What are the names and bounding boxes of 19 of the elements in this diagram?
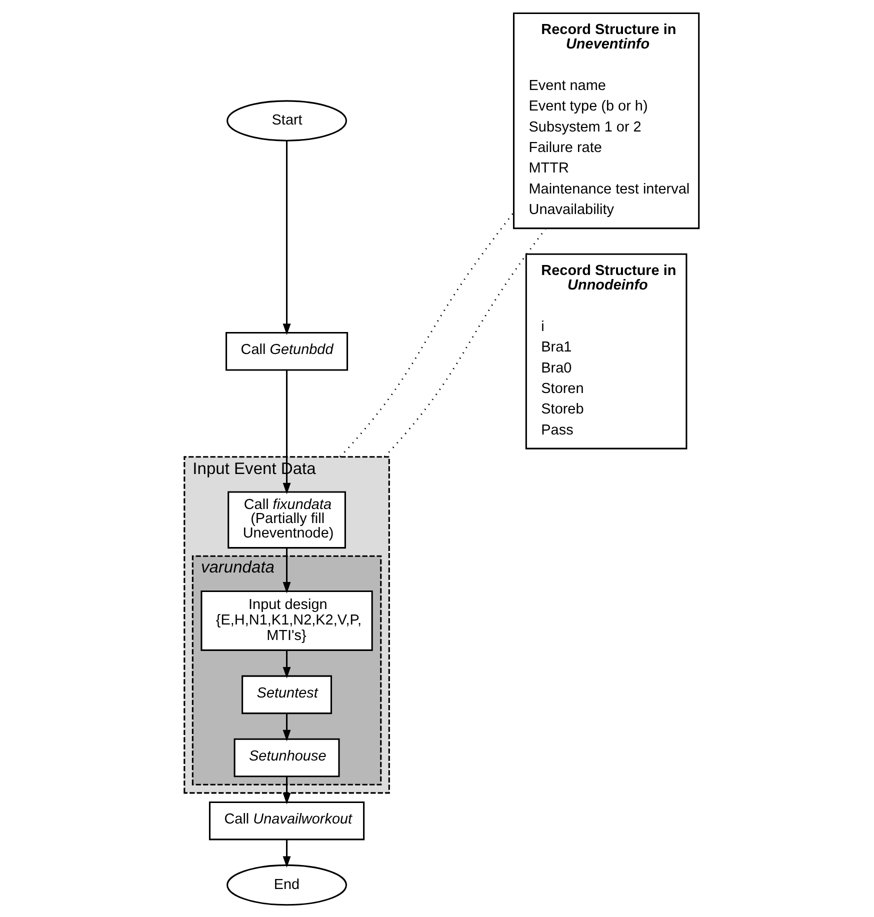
node-ellipse: End	[226, 864, 347, 906]
node-ellipse: Start	[226, 100, 347, 141]
node-box: Setuntest	[241, 674, 332, 714]
connector	[383, 227, 546, 457]
arrow	[282, 547, 290, 593]
node-box: Input design {E,H,N1,K1,N2,K2,V,P, MTI's}	[200, 590, 372, 650]
node-box: Call Unavailworkout	[208, 800, 364, 840]
arrow	[282, 839, 290, 868]
arrow	[282, 140, 290, 335]
node-box: Record Structure in Unnodeinfo i Bra1 Bra0 Storen Storeb Pass	[524, 252, 687, 449]
node-box: Setunhouse	[233, 738, 340, 777]
connector	[338, 211, 514, 457]
node-box: Call Getunbdd	[225, 331, 348, 370]
node-box: Call fixundata (Partially fill Uneventnode)	[227, 490, 346, 548]
arrow	[282, 650, 290, 678]
arrow	[282, 370, 290, 494]
arrow	[282, 776, 290, 804]
node-box: Record Structure in Uneventinfo Event name Event type (b or h) Subsystem 1 or 2 Failure rate MTTR Maintenance test interval Unavailability	[512, 12, 700, 229]
arrow	[282, 712, 290, 741]
